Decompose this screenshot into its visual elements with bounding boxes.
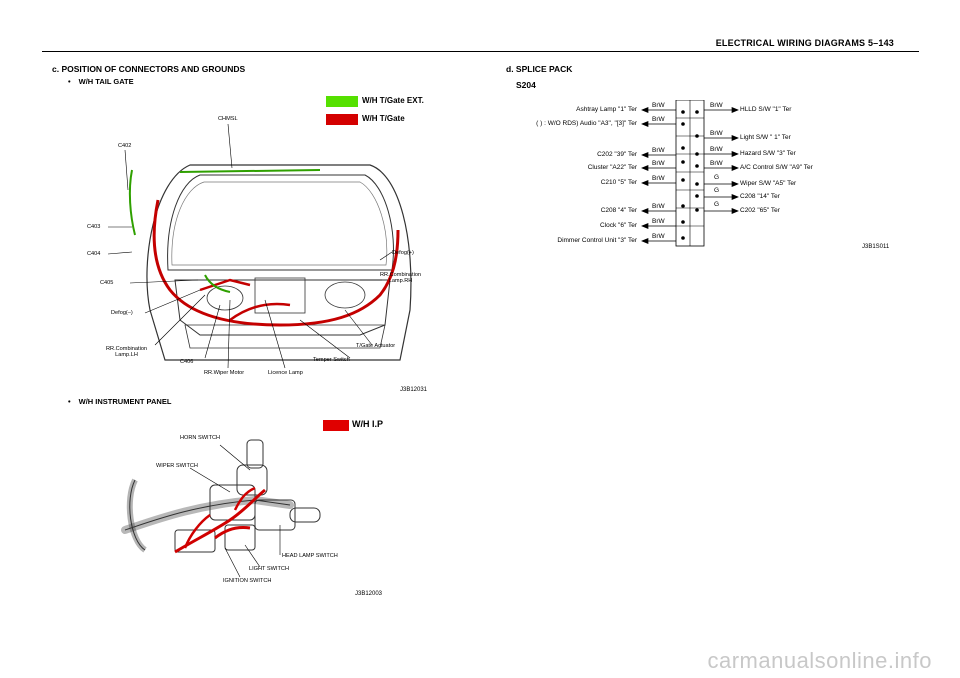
label-horn-switch: HORN SWITCH <box>180 435 221 441</box>
splice-right-label-3: Hazard S/W "3" Ter <box>740 150 796 157</box>
label-defog-minus: Defog(–) <box>111 310 133 316</box>
splice-left-label-5: C210 "5" Ter <box>600 179 637 186</box>
splice-left-label-3: C202 "39" Ter <box>597 151 637 158</box>
splice-left-wire-4: BrW <box>652 160 665 167</box>
label-c404: C404 <box>87 251 101 257</box>
legend-label-tgate-ext: W/H T/Gate EXT. <box>362 96 424 105</box>
watermark: carmanualsonline.info <box>707 648 932 673</box>
label-c403: C403 <box>87 224 101 230</box>
splice-right-wire-4: BrW <box>710 160 723 167</box>
legend-label-ip: W/H I.P <box>352 419 383 429</box>
page-header-title: ELECTRICAL WIRING DIAGRAMS 5–143 <box>715 38 894 48</box>
splice-left-label-1: Ashtray Lamp "1" Ter <box>576 106 637 113</box>
splice-left-wire-2: BrW <box>652 116 665 123</box>
splice-right-wire-5: G <box>714 174 720 181</box>
splice-pack-diagram <box>641 100 739 247</box>
label-c402: C402 <box>118 143 132 149</box>
label-chmsl: CHMSL <box>218 116 238 122</box>
splice-left-label-8: Dimmer Control Unit "3" Ter <box>557 237 637 244</box>
splice-left-label-7: Clock "6" Ter <box>599 222 637 229</box>
instrument-diagram <box>121 439 321 578</box>
label-licence-lamp: Licence Lamp <box>268 370 303 376</box>
splice-pack-id: S204 <box>516 80 536 90</box>
splice-right-wire-2: BrW <box>710 130 723 137</box>
splice-left-wire-7: BrW <box>652 218 665 225</box>
splice-left-wire-5: BrW <box>652 175 665 182</box>
label-light-switch: LIGHT SWITCH <box>249 566 289 572</box>
label-c405: C405 <box>100 280 114 286</box>
label-head-lamp-switch: HEAD LAMP SWITCH <box>282 553 338 559</box>
label-rr-comb-lh: RR.Combination Lamp.LH <box>106 346 148 358</box>
splice-right-label-2: Light S/W " 1" Ter <box>740 134 791 141</box>
legend-swatch-tgate-ext <box>326 96 358 107</box>
label-c406: C406 <box>180 359 194 365</box>
splice-right-wire-7: G <box>714 201 720 208</box>
splice-left-wire-6: BrW <box>652 203 665 210</box>
label-defog-plus: Defog(+) <box>392 250 414 256</box>
instrument-bullet: W/H INSTRUMENT PANEL <box>68 397 172 406</box>
tailgate-bullet: W/H TAIL GATE <box>68 77 134 86</box>
legend-swatch-tgate <box>326 114 358 125</box>
label-ignition-switch: IGNITION SWITCH <box>223 578 272 584</box>
tailgate-diagram <box>107 123 412 369</box>
label-tgate-actuator: T/Gate Actuator <box>356 343 396 349</box>
splice-right-label-4: A/C Control S/W "A9" Ter <box>740 164 813 171</box>
splice-left-wire-3: BrW <box>652 147 665 154</box>
figure-id-tailgate: J3B12031 <box>400 387 428 393</box>
label-temper-switch: Temper Switch <box>313 357 350 363</box>
legend-swatch-ip <box>323 420 349 431</box>
splice-right-label-1: HLLD S/W "1" Ter <box>740 106 792 113</box>
splice-left-label-6: C208 "4" Ter <box>600 207 637 214</box>
splice-left-wire-1: BrW <box>652 102 665 109</box>
splice-right-wire-3: BrW <box>710 146 723 153</box>
figure-id-splice: J3B1S011 <box>862 244 890 250</box>
splice-left-label-2: ( ) : W/O RDS) Audio "A3", "[3]" Ter <box>536 120 637 127</box>
section-c-title: c. POSITION OF CONNECTORS AND GROUNDS <box>52 64 246 74</box>
label-rr-wiper-motor: RR.Wiper Motor <box>204 370 245 376</box>
label-wiper-switch: WIPER SWITCH <box>156 463 198 469</box>
section-d-title: d. SPLICE PACK <box>506 64 573 74</box>
splice-right-wire-6: G <box>714 187 720 194</box>
splice-left-wire-8: BrW <box>652 233 665 240</box>
splice-right-wire-1: BrW <box>710 102 723 109</box>
legend-label-tgate: W/H T/Gate <box>362 114 405 123</box>
figure-id-instrument: J3B12003 <box>355 591 383 597</box>
splice-left-label-4: Cluster "A22" Ter <box>587 164 637 171</box>
splice-right-label-7: C202 "65" Ter <box>740 207 780 214</box>
splice-right-label-5: Wiper S/W "A5" Ter <box>740 180 797 187</box>
splice-right-label-6: C208 "14" Ter <box>740 193 780 200</box>
label-rr-comb-rh: RR.Combination Lamp.RH <box>380 272 422 284</box>
header-rule <box>42 51 919 52</box>
